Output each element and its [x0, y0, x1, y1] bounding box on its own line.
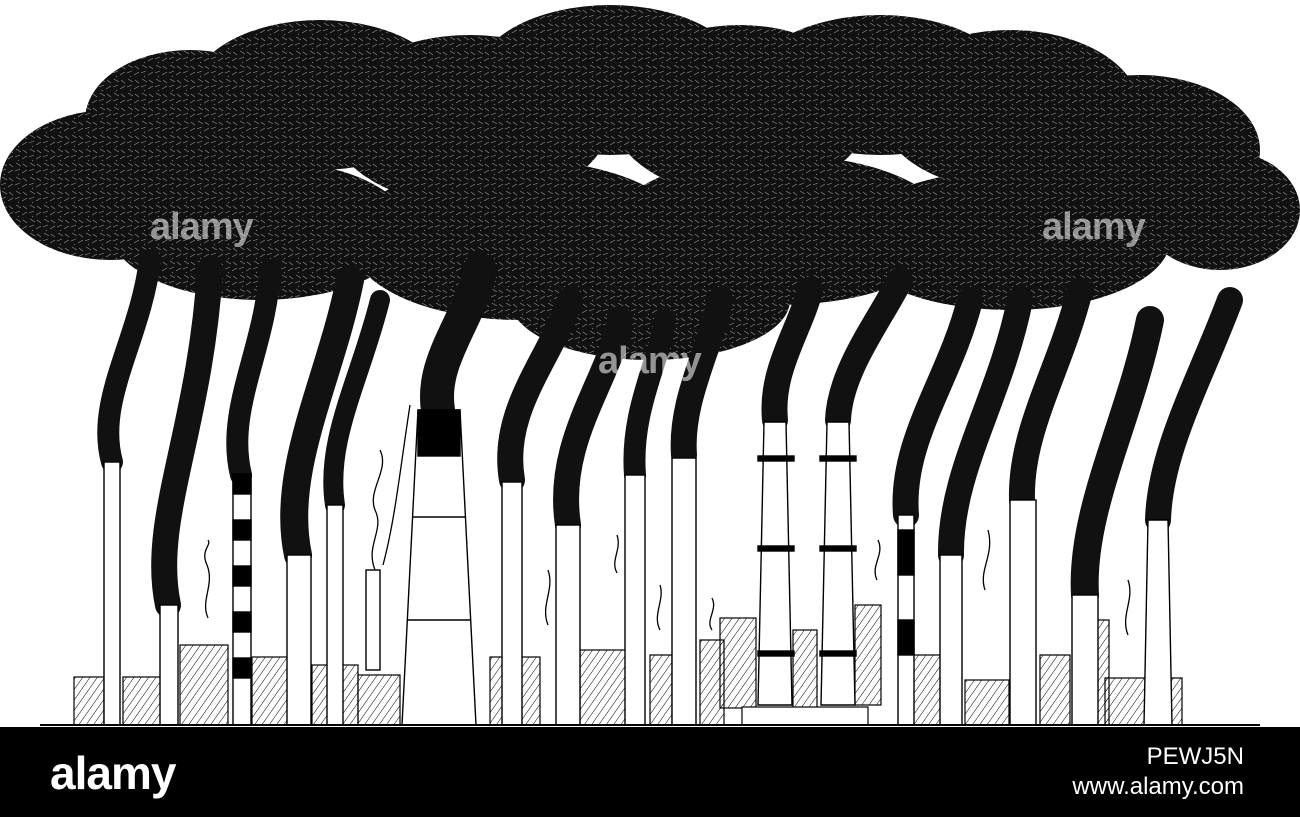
watermark-footer: alamy PEWJ5N www.alamy.com — [0, 727, 1300, 817]
smoke-cloud — [0, 5, 1300, 360]
watermark-text: alamy — [150, 206, 254, 248]
watermark-text: alamy — [1042, 206, 1146, 248]
factory-buildings — [73, 604, 1183, 726]
brand-logo: alamy — [50, 747, 176, 799]
smoke-wisps — [204, 404, 1131, 636]
smoke-plumes — [97, 249, 1243, 618]
image-id: PEWJ5N — [1146, 743, 1244, 770]
watermark-text: alamy — [598, 340, 702, 382]
site-url: www.alamy.com — [1072, 773, 1244, 800]
chimney-stacks — [103, 409, 1173, 726]
